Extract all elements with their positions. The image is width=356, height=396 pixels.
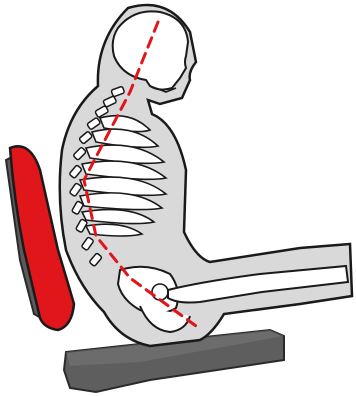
posture-illustration [0, 0, 356, 396]
seated-skeleton-diagram [0, 0, 356, 396]
